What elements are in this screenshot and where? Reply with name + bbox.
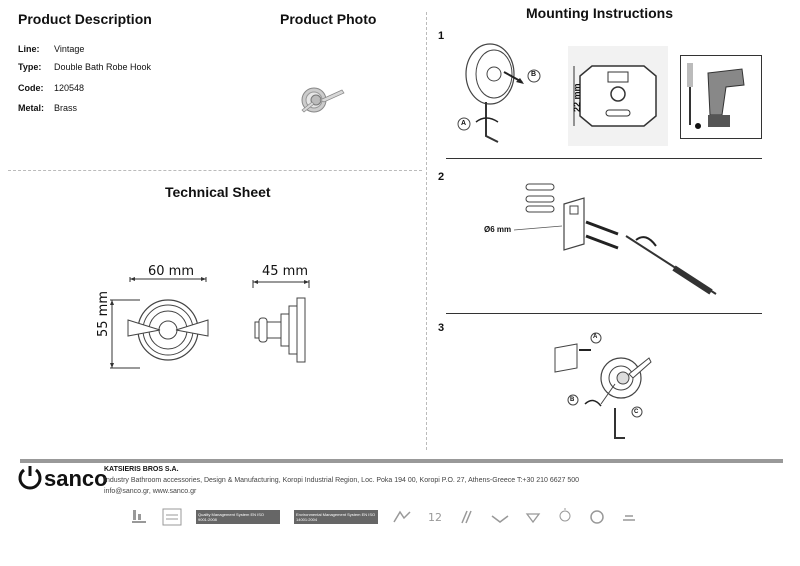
led-light-icon — [559, 508, 571, 522]
label-c-step3: C — [634, 409, 639, 415]
front-view-drawing — [110, 277, 209, 369]
width-dimension: 60 mm — [148, 264, 195, 279]
environmental-certificate-badge: Environmental Management System EN ISO 1… — [294, 510, 378, 524]
spec-metal: Metal: Brass — [18, 103, 77, 113]
footer-separator — [20, 459, 783, 463]
step-number: 2 — [438, 171, 445, 183]
product-photo-heading: Product Photo — [280, 11, 377, 27]
company-name: KATSIERIS BROS S.A. — [104, 466, 179, 473]
sanco-logo-text: sanco — [44, 466, 108, 491]
product-photo — [301, 87, 345, 113]
label-a-step3: A — [593, 334, 598, 340]
step3-assembly-illustration — [554, 332, 652, 439]
step-divider-2 — [446, 313, 762, 314]
sanco-logo: sanco — [18, 466, 108, 492]
product-description-heading: Product Description — [18, 11, 152, 27]
vertical-divider — [426, 12, 427, 450]
step2-wall-anchor-illustration — [513, 183, 717, 295]
dimension-6mm: Ø6 mm — [484, 225, 512, 234]
tools-drill-screwdriver-icon — [680, 55, 762, 139]
spec-code: Code: 120548 — [18, 83, 84, 93]
step1-base-removal-illustration — [457, 43, 541, 143]
dimension-22mm: 22 mm — [572, 83, 582, 112]
svg-text:12: 12 — [428, 511, 442, 524]
quality-certificate-badge: Quality Management System EN ISO 9001:20… — [196, 510, 280, 524]
spec-value: 120548 — [54, 83, 85, 93]
easy-install-icon — [525, 513, 541, 524]
spec-label: Code: — [18, 83, 44, 93]
mounting-instructions-heading: Mounting Instructions — [526, 5, 673, 21]
height-dimension: 55 mm — [96, 290, 111, 337]
depth-dimension: 45 mm — [262, 264, 309, 279]
scratch-resistant-icon — [461, 510, 472, 524]
warranty-12-icon: 12 — [428, 511, 442, 524]
technical-sheet-heading: Technical Sheet — [165, 184, 271, 200]
spec-type: Type: Double Bath Robe Hook — [18, 62, 151, 72]
spec-line: Line: Vintage — [18, 44, 84, 54]
spec-value: Brass — [54, 103, 78, 113]
label-b-step3: B — [570, 397, 575, 403]
sanco-logo-icon — [18, 466, 42, 490]
spec-label: Type: — [18, 62, 42, 72]
certification-icon-row: Quality Management System EN ISO 9001:20… — [130, 508, 638, 526]
step1-bracket-illustration — [568, 46, 668, 146]
anti-corrosion-icon — [393, 510, 411, 523]
water-resistant-icon — [491, 515, 509, 523]
spec-label: Metal: — [18, 103, 45, 113]
step-number: 3 — [438, 322, 445, 334]
recyclable-icon — [623, 515, 635, 521]
made-in-greece-icon — [132, 510, 146, 523]
step-divider-1 — [446, 158, 762, 159]
left-horizontal-divider — [8, 170, 422, 171]
brass-100-icon — [162, 508, 182, 526]
label-a: A — [461, 120, 467, 127]
company-address: Industry Bathroom accessories, Design & … — [104, 477, 580, 484]
eco-friendly-icon — [590, 510, 604, 524]
step-number: 1 — [438, 30, 445, 42]
spec-value: Double Bath Robe Hook — [54, 62, 152, 72]
label-b: B — [531, 71, 537, 78]
company-contact: info@sanco.gr, www.sanco.gr — [104, 488, 197, 495]
side-view-drawing — [252, 280, 310, 363]
spec-label: Line: — [18, 44, 40, 54]
spec-value: Vintage — [54, 44, 85, 54]
